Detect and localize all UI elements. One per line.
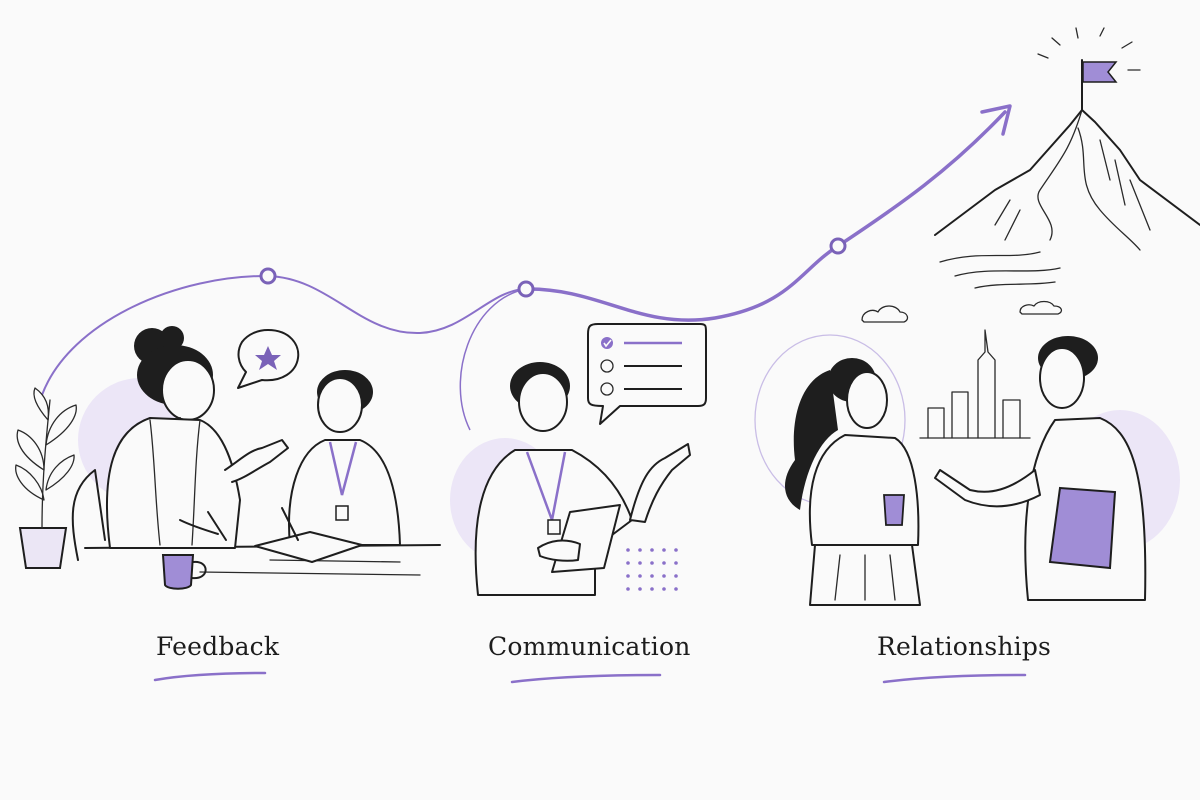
feedback-underline xyxy=(153,671,267,682)
checklist-speech-bubble-icon xyxy=(587,323,707,425)
relationships-scene xyxy=(784,300,1147,606)
coffee-mug xyxy=(161,554,207,590)
man-presenting xyxy=(474,362,691,596)
dot-grid-decoration xyxy=(626,548,678,591)
woman-with-coffee xyxy=(784,358,921,606)
communication-scene xyxy=(474,323,707,596)
man-taking-notes xyxy=(254,370,401,563)
man-with-book xyxy=(934,336,1147,601)
communication-label: Communication xyxy=(488,632,691,661)
relationships-underline xyxy=(882,673,1027,684)
feedback-scene xyxy=(15,326,441,590)
milestone-dot-3 xyxy=(829,237,847,255)
feedback-label: Feedback xyxy=(156,632,280,661)
sparkle-lines xyxy=(1037,27,1141,71)
growth-arrow-head-icon xyxy=(980,104,1012,136)
star-speech-bubble-icon xyxy=(237,329,300,389)
label-underlines xyxy=(153,671,1027,684)
city-skyline xyxy=(919,329,1031,439)
clouds xyxy=(861,300,1063,323)
relationships-label: Relationships xyxy=(877,632,1052,661)
milestone-dot-1 xyxy=(259,267,277,285)
flag-icon xyxy=(1082,61,1118,83)
growth-path xyxy=(41,104,1012,431)
milestone-dot-2 xyxy=(517,280,535,298)
woman-giving-feedback xyxy=(106,326,289,549)
communication-underline xyxy=(510,673,662,684)
summit-mountain xyxy=(934,27,1200,289)
potted-plant xyxy=(15,387,77,569)
